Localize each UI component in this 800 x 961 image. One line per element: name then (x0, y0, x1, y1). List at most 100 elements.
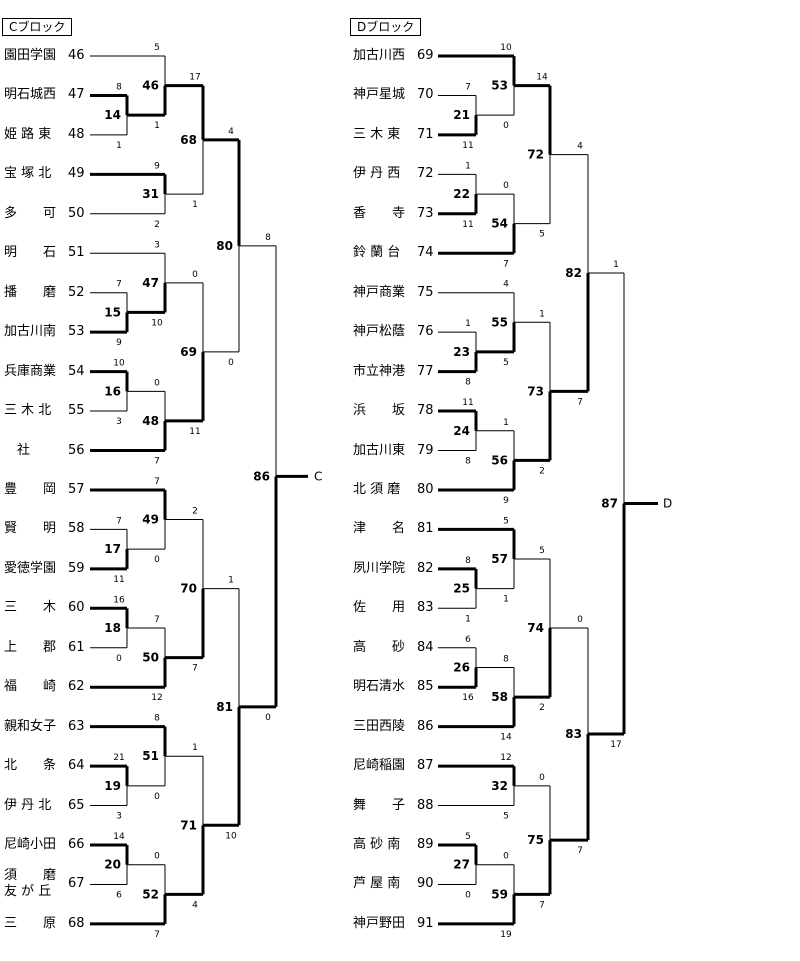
team-number: 46 (68, 48, 85, 63)
score-top: 5 (539, 546, 545, 556)
score-top: 4 (503, 280, 509, 290)
score-top: 16 (113, 595, 125, 605)
score-bottom: 5 (539, 230, 545, 240)
score-top: 0 (503, 181, 509, 191)
team-number: 54 (68, 363, 85, 379)
score-top: 8 (154, 714, 160, 724)
match-number: 82 (565, 266, 582, 280)
team-name: 三 原 (4, 915, 57, 931)
team-number: 59 (68, 560, 85, 576)
score-top: 1 (192, 743, 198, 753)
team-row: 浜 坂 78 (353, 403, 439, 419)
score-bottom: 11 (189, 427, 200, 437)
score-bottom: 9 (503, 496, 509, 506)
team-number: 75 (417, 284, 434, 300)
team-number: 70 (417, 87, 434, 103)
team-number: 69 (417, 48, 434, 63)
match-number: 18 (104, 621, 121, 635)
score-bottom: 16 (462, 693, 474, 703)
team-name: 伊 丹 西 (353, 166, 401, 182)
match-number: 74 (527, 621, 544, 635)
team-number: 67 (68, 876, 85, 892)
team-number: 61 (68, 639, 85, 655)
team-name: 明石清水 (353, 679, 406, 695)
team-number: 65 (68, 797, 85, 813)
match-number: 81 (216, 700, 233, 714)
score-top: 7 (465, 82, 471, 92)
team-number: 79 (417, 442, 434, 458)
match-number: 25 (453, 582, 470, 596)
team-number: 63 (68, 718, 85, 734)
team-number: 49 (68, 166, 85, 182)
match-number: 80 (216, 239, 233, 253)
team-number: 90 (417, 876, 434, 892)
team-name: 上 郡 (4, 639, 57, 655)
team-number: 72 (417, 166, 434, 182)
match-number: 24 (453, 424, 470, 438)
score-bottom: 1 (154, 121, 160, 131)
team-name: 尼崎小田 (4, 837, 57, 852)
team-name: 賢 明 (4, 521, 57, 537)
score-top: 0 (539, 773, 545, 783)
team-name: 明 石 (4, 245, 57, 261)
score-top: 0 (503, 852, 509, 862)
match-number: 26 (453, 660, 470, 674)
score-top: 8 (503, 654, 509, 664)
team-row: 園田学園 46 (4, 48, 90, 64)
score-bottom: 1 (465, 614, 471, 624)
team-name: 夙川学院 (353, 560, 406, 576)
team-number: 76 (417, 324, 434, 340)
team-name: 明石城西 (4, 87, 57, 103)
team-row: 伊 丹 西 72 (353, 166, 439, 182)
match-number: 19 (104, 779, 121, 793)
team-name: 福 崎 (4, 679, 57, 695)
match-number: 55 (491, 315, 508, 329)
team-name: 津 名 (353, 521, 406, 537)
team-number: 89 (417, 837, 434, 852)
team-name: 三 木 東 (353, 126, 401, 142)
match-number: 20 (104, 858, 121, 872)
score-bottom: 7 (539, 900, 545, 910)
score-bottom: 0 (116, 654, 122, 664)
score-top: 5 (154, 43, 160, 53)
score-top: 8 (265, 233, 271, 243)
score-bottom: 11 (462, 220, 473, 230)
team-name: 親和女子 (4, 718, 57, 734)
score-bottom: 4 (192, 900, 198, 910)
score-bottom: 10 (225, 831, 237, 841)
team-number: 86 (417, 718, 434, 734)
match-number: 56 (491, 453, 508, 467)
final-label-c: C (314, 469, 322, 483)
score-bottom: 9 (116, 338, 122, 348)
match-number: 50 (142, 651, 159, 665)
team-number: 81 (417, 521, 434, 537)
score-top: 1 (465, 161, 471, 171)
score-bottom: 0 (154, 555, 160, 565)
score-top: 8 (465, 556, 471, 566)
team-name: 舞 子 (353, 797, 406, 813)
team-number: 47 (68, 87, 85, 103)
score-top: 14 (113, 832, 125, 842)
team-name: 鈴 蘭 台 (353, 245, 401, 261)
match-number: 71 (180, 818, 197, 832)
team-number: 78 (417, 403, 434, 419)
score-top: 1 (613, 260, 619, 270)
team-name: 浜 坂 (353, 403, 406, 419)
team-name: 園田学園 (4, 48, 57, 63)
match-number: 69 (180, 345, 197, 359)
team-number: 84 (417, 639, 434, 655)
team-number: 87 (417, 758, 434, 774)
block-title-c: Cブロック (2, 18, 73, 36)
